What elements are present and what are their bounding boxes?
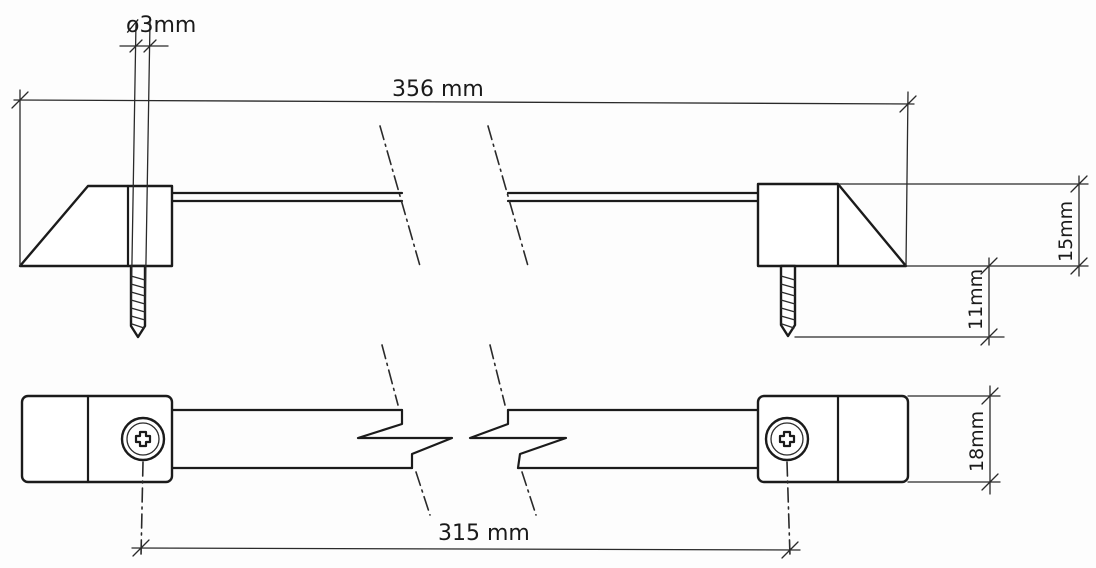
left-foot	[18, 184, 174, 268]
right-end-block	[756, 394, 910, 484]
break-line-left-lower	[415, 471, 431, 516]
screw-dia-ext-left	[130, 21, 137, 321]
break-line-right-top	[487, 125, 529, 267]
right-screw-head-icon	[764, 416, 810, 462]
hole-spacing-dim-line	[131, 547, 801, 551]
break-line-right-upper	[489, 344, 506, 406]
top-view: 315 mm 18mm	[20, 344, 1001, 559]
left-screw	[129, 264, 147, 339]
overall-length-dim-line	[13, 99, 915, 105]
right-screw	[779, 264, 797, 338]
hole-centerline-right	[786, 461, 791, 557]
right-foot	[756, 182, 908, 268]
break-zigzag-left	[356, 408, 454, 470]
screw-dia-ext-right	[144, 21, 151, 321]
overall-length-ext-right	[905, 91, 909, 267]
break-line-left-top	[379, 125, 421, 267]
break-line-left-upper	[381, 344, 399, 406]
side-view: ø3mm 356 mm 15mm 11mm	[11, 13, 1089, 346]
width-label: 18mm	[966, 411, 988, 472]
hole-spacing-label: 315 mm	[438, 521, 530, 546]
height-label: 15mm	[1055, 201, 1077, 262]
break-line-right-lower	[521, 471, 537, 516]
overall-length-label: 356 mm	[392, 77, 484, 102]
screw-length-label: 11mm	[965, 269, 987, 330]
break-zigzag-right	[468, 408, 568, 470]
hole-centerline-left	[140, 461, 144, 557]
left-screw-head-icon	[120, 416, 166, 462]
screw-diameter-label: ø3mm	[126, 13, 196, 38]
left-end-block	[20, 394, 174, 484]
